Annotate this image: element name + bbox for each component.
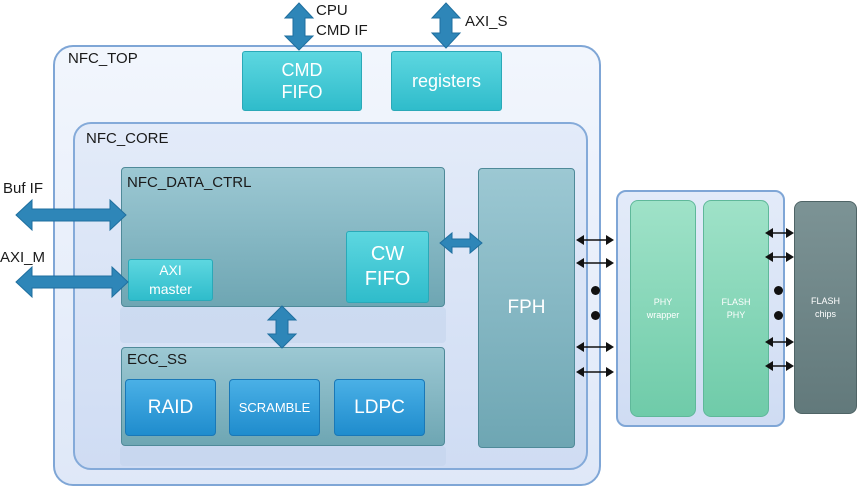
cmd-if-arrow <box>283 2 315 51</box>
raid-block: RAID <box>125 379 216 436</box>
nfc-core-label: NFC_CORE <box>86 130 169 147</box>
nfc-top-label: NFC_TOP <box>68 50 138 67</box>
axi-s-label: AXI_S <box>465 13 508 30</box>
ellipsis-dot <box>774 286 783 295</box>
ldpc-block: LDPC <box>334 379 425 436</box>
ecc-ss-label: ECC_SS <box>127 351 188 368</box>
cmd-fifo-line1: CMD <box>281 60 323 80</box>
ldpc-label: LDPC <box>354 396 405 418</box>
fph-label: FPH <box>507 297 546 318</box>
flash-phy-line2: PHY <box>726 309 746 320</box>
phy-wrapper-line1: PHY <box>653 296 673 307</box>
cw-fifo-fph-arrow <box>439 231 483 255</box>
ecc-ss-shadow <box>120 446 446 466</box>
axi-m-label: AXI_M <box>0 249 46 266</box>
ellipsis-dot <box>774 311 783 320</box>
nfc-data-ctrl-label: NFC_DATA_CTRL <box>127 174 252 191</box>
scramble-block: SCRAMBLE <box>229 379 320 436</box>
scramble-label: SCRAMBLE <box>238 400 311 415</box>
cmd-fifo-line2: FIFO <box>281 82 323 102</box>
buf-if-arrow <box>15 198 127 232</box>
flash-phy-block: FLASH PHY <box>703 200 769 417</box>
axi-master-line1: AXI <box>159 262 182 278</box>
cmd-if-label: CMD IF <box>316 22 368 39</box>
flash-chips-line1: FLASH <box>810 295 840 306</box>
flash-phy-line1: FLASH <box>721 296 751 307</box>
ellipsis-dot <box>591 311 600 320</box>
axi-master-block: AXI master <box>128 259 213 301</box>
cw-fifo-line2: FIFO <box>364 268 411 290</box>
axi-m-arrow <box>15 265 129 299</box>
cpu-label: CPU <box>316 2 348 19</box>
registers-label: registers <box>411 70 482 91</box>
fph-phy-links <box>576 235 614 377</box>
flash-chips-line2: chips <box>814 308 836 319</box>
cmd-fifo-block: CMD FIFO <box>242 51 362 111</box>
phy-wrapper-block: PHY wrapper <box>630 200 696 417</box>
cw-fifo-line1: CW <box>370 243 405 265</box>
cw-fifo-block: CW FIFO <box>346 231 429 303</box>
phy-flash-links <box>765 228 794 371</box>
data-ctrl-ecc-arrow <box>266 305 298 349</box>
phy-wrapper-line2: wrapper <box>646 309 680 320</box>
flash-chips-block: FLASH chips <box>794 201 857 414</box>
fph-block: FPH <box>478 168 575 448</box>
registers-block: registers <box>391 51 502 111</box>
axi-s-arrow <box>430 2 462 49</box>
raid-label: RAID <box>147 396 194 418</box>
axi-master-line2: master <box>149 281 192 297</box>
buf-if-label: Buf IF <box>3 180 44 197</box>
ellipsis-dot <box>591 286 600 295</box>
